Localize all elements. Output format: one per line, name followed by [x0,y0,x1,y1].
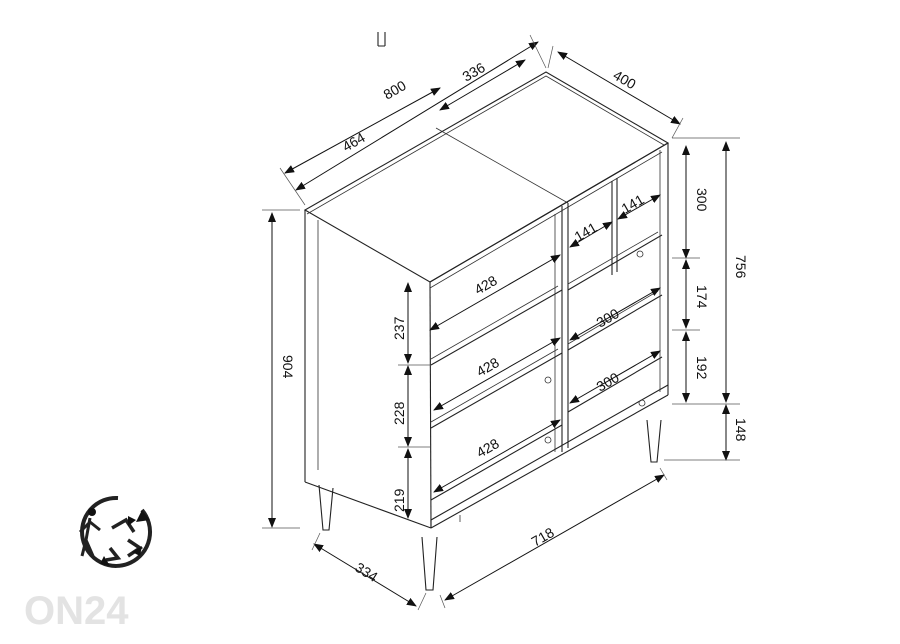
dim-right-shelf-width-2: 300 [594,369,622,395]
dimension-lines [262,34,740,611]
dim-left-cell-height-3: 219 [391,488,407,512]
dim-right-cell-height-2: 192 [694,356,710,380]
dim-cell-width-left: 141 [572,219,600,245]
dim-top-right-width: 336 [460,59,488,85]
cabinet-legs [318,419,662,591]
dim-left-cell-height-1: 237 [391,316,407,340]
dim-left-shelf-width-3: 428 [474,435,502,461]
dim-left-shelf-width-1: 428 [472,272,500,298]
dim-depth: 400 [611,67,639,93]
dim-body-height: 756 [733,255,749,279]
dim-total-height: 904 [280,355,296,379]
dim-left-shelf-width-2: 428 [474,354,502,380]
dim-top-right-cell-height: 300 [694,188,710,212]
dim-right-cell-height-1: 174 [694,285,710,309]
dim-leg-span-depth: 334 [352,559,380,585]
dim-cell-width-right: 141 [619,191,647,217]
dim-leg-span-width: 718 [529,524,557,550]
dim-top-left-width: 464 [340,129,368,155]
watermark-logo: ON24 [24,589,129,633]
dim-left-cell-height-2: 228 [391,401,407,425]
recycling-triman-icon [78,495,153,568]
paper-bag-icon [377,32,386,47]
dim-leg-height: 148 [733,418,749,442]
dim-total-width: 800 [381,77,409,103]
